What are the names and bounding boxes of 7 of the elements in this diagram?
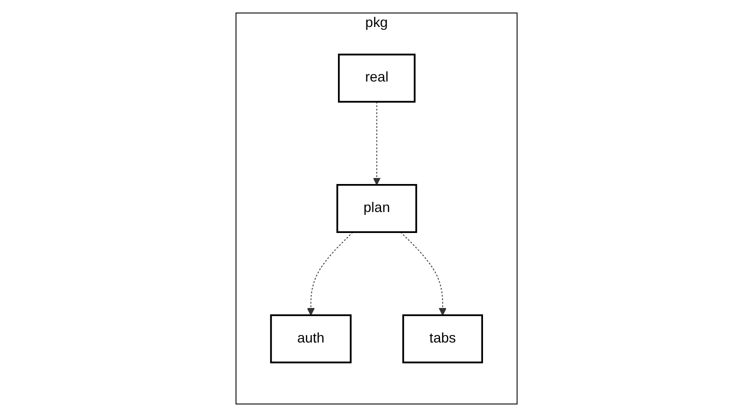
arrow [400,232,447,316]
node-box: auth [270,314,352,364]
arrow [307,232,354,316]
arrow [373,101,382,186]
node-box: plan [336,184,418,233]
node-box: tabs [402,314,484,364]
node-box: real [338,54,416,103]
